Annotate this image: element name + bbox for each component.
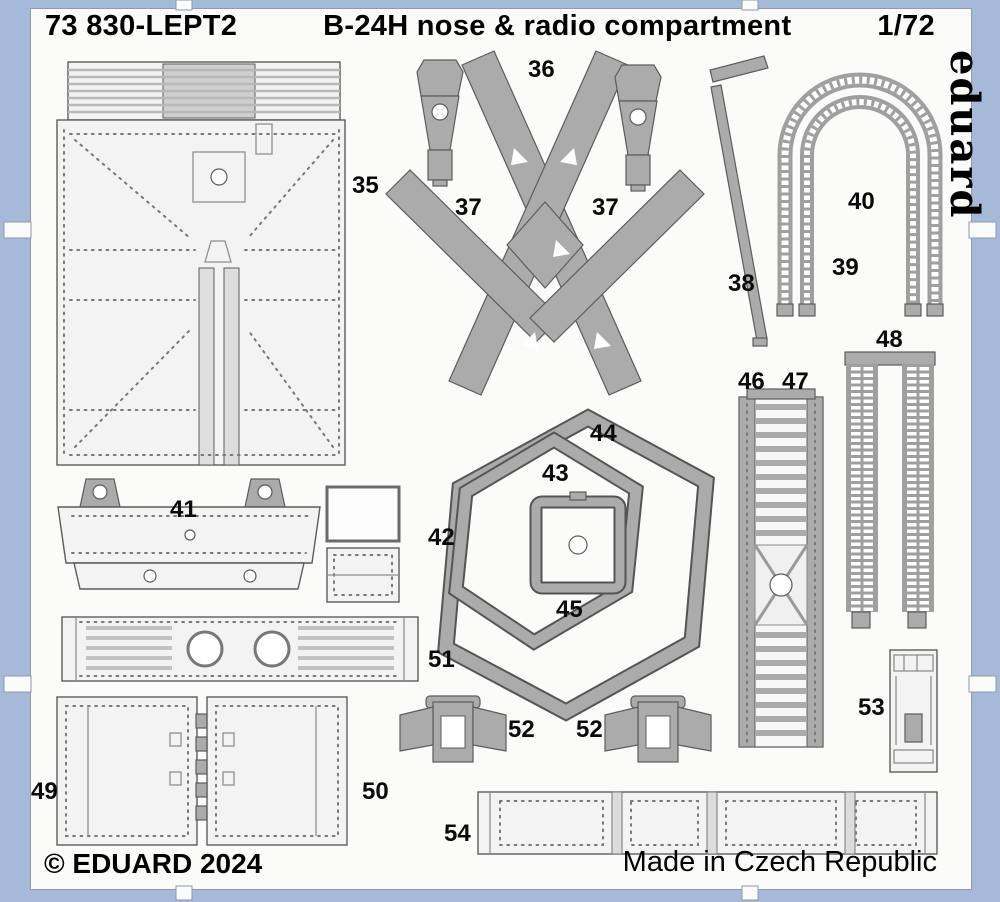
sheet-mount-tabs (3, 0, 997, 901)
part-label-47: 47 (782, 368, 809, 395)
part-40-shape (798, 95, 922, 317)
sheet-header: 73 830-LEPT2 B-24H nose & radio compartm… (45, 10, 935, 43)
product-title: B-24H nose & radio compartment (323, 10, 792, 42)
part-label-35: 35 (352, 172, 379, 199)
part-label-39: 39 (832, 254, 859, 281)
part-49-shape (56, 696, 208, 846)
product-code: 73 830-LEPT2 (45, 10, 238, 42)
part-51-shape (61, 616, 419, 682)
part-label-50: 50 (362, 778, 389, 805)
part-label-53: 53 (858, 694, 885, 721)
part-36-shape (385, 50, 705, 396)
part-label-52b: 52 (576, 716, 603, 743)
part-48-shape (844, 351, 936, 629)
part-label-51: 51 (428, 646, 455, 673)
part-label-37b: 37 (592, 194, 619, 221)
made-in-text: Made in Czech Republic (622, 846, 937, 878)
part-label-42: 42 (428, 524, 455, 551)
part-label-48: 48 (876, 326, 903, 353)
part-35-shape (56, 61, 346, 466)
part-label-38: 38 (728, 270, 755, 297)
part-label-37a: 37 (455, 194, 482, 221)
part-label-49: 49 (31, 778, 58, 805)
part-41-shape (57, 478, 321, 590)
part-39-shape (776, 72, 944, 317)
part-46-47-shape (738, 388, 824, 748)
part-label-46: 46 (738, 368, 765, 395)
part-45-shape (529, 491, 627, 595)
part-42-shape (325, 485, 401, 603)
part-label-44: 44 (590, 420, 617, 447)
part-53-shape (889, 649, 938, 773)
part-label-41: 41 (170, 496, 197, 523)
part-43-shape (448, 431, 644, 651)
part-52a-shape (399, 695, 507, 763)
part-label-40: 40 (848, 188, 875, 215)
part-38-shape (709, 55, 769, 347)
part-label-36: 36 (528, 56, 555, 83)
part-54-shape (477, 791, 938, 855)
part-37b-shape (614, 64, 662, 192)
product-scale: 1/72 (877, 10, 935, 42)
part-label-45: 45 (556, 596, 583, 623)
part-label-54: 54 (444, 820, 471, 847)
eduard-logo: eduard (941, 50, 988, 220)
part-label-43: 43 (542, 460, 569, 487)
copyright-text: © EDUARD 2024 (44, 848, 263, 879)
part-37a-shape (416, 59, 464, 187)
part-50-shape (195, 696, 348, 846)
part-label-52a: 52 (508, 716, 535, 743)
part-52b-shape (604, 695, 712, 763)
